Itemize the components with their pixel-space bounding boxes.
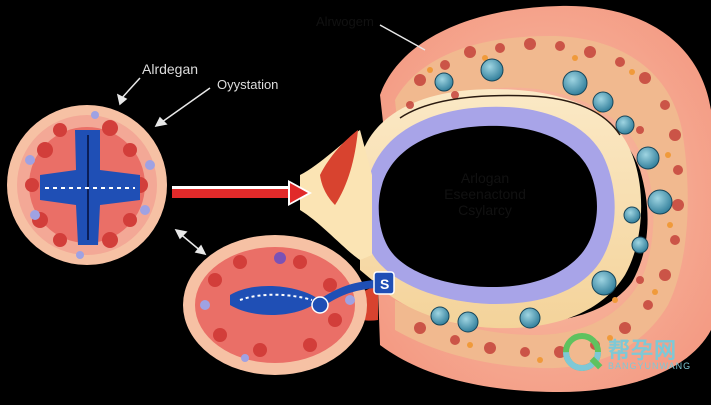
center-label-line2: Eseenactond <box>444 186 526 202</box>
large-organ <box>300 5 711 392</box>
small-box-label: S <box>380 276 389 292</box>
tissue-cells <box>406 38 684 358</box>
center-label-line3: Csylarcy <box>458 202 512 218</box>
left-flap <box>320 130 358 205</box>
lower-cross-section <box>183 235 367 375</box>
tube-end <box>311 296 329 314</box>
label-top-right: Alrwogem <box>316 14 374 29</box>
watermark-chinese: 帮孕网 <box>608 338 678 363</box>
pointer-lines <box>116 24 426 256</box>
left-cross-section <box>7 105 167 265</box>
center-label-line1: Arlogan <box>460 170 510 186</box>
membrane-line <box>399 94 621 136</box>
center-label: Arlogan Eseenactond Csylarcy <box>410 170 560 218</box>
label-left-top: Alrdegan <box>142 61 199 77</box>
teal-cells <box>430 58 673 333</box>
small-box <box>373 271 395 295</box>
watermark-logo-icon <box>563 333 603 371</box>
label-left-middle: Oyystation <box>217 77 279 92</box>
red-arrow <box>172 180 312 206</box>
watermark-english: BANGYUNWANG <box>608 361 692 371</box>
